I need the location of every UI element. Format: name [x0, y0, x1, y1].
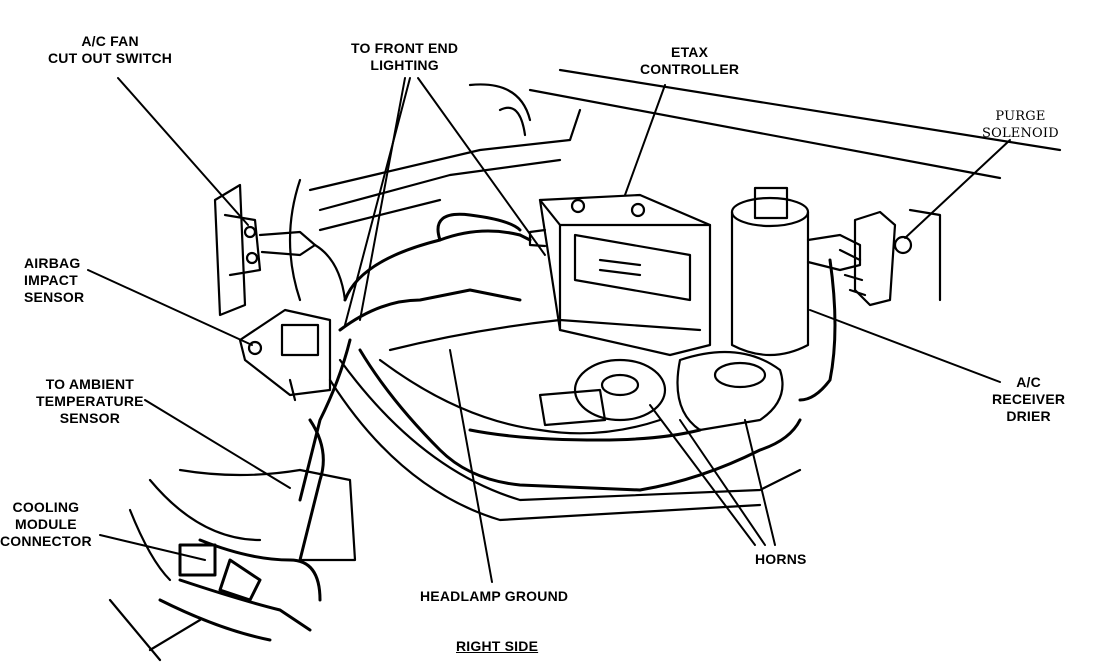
label-purge-solenoid: PURGE SOLENOID	[982, 109, 1059, 141]
label-cooling-module-connector: COOLING MODULE CONNECTOR	[0, 499, 92, 549]
body-panels	[108, 68, 1062, 662]
label-ac-fan-cut-out-switch: A/C FAN CUT OUT SWITCH	[48, 33, 173, 66]
purge-solenoid-component	[838, 210, 913, 307]
label-to-ambient-temperature-sensor: TO AMBIENT TEMPERATURE SENSOR	[36, 376, 144, 426]
diagram-caption: RIGHT SIDE	[456, 638, 539, 654]
wiring-harness	[158, 212, 837, 642]
label-horns: HORNS	[755, 551, 807, 567]
label-airbag-impact-sensor: AIRBAG IMPACT SENSOR	[24, 255, 85, 305]
etax-controller-component	[528, 193, 712, 357]
leader-lines	[87, 77, 1011, 583]
ac-fan-switch-component	[213, 183, 347, 317]
label-headlamp-ground: HEADLAMP GROUND	[420, 588, 569, 604]
ac-receiver-drier-component	[730, 186, 862, 357]
airbag-sensor-component	[238, 308, 332, 402]
label-to-front-end-lighting: TO FRONT END LIGHTING	[351, 40, 459, 73]
label-etax-controller: ETAX CONTROLLER	[640, 44, 740, 77]
horns-component	[538, 350, 784, 432]
label-ac-receiver-drier: A/C RECEIVER DRIER	[992, 374, 1066, 424]
